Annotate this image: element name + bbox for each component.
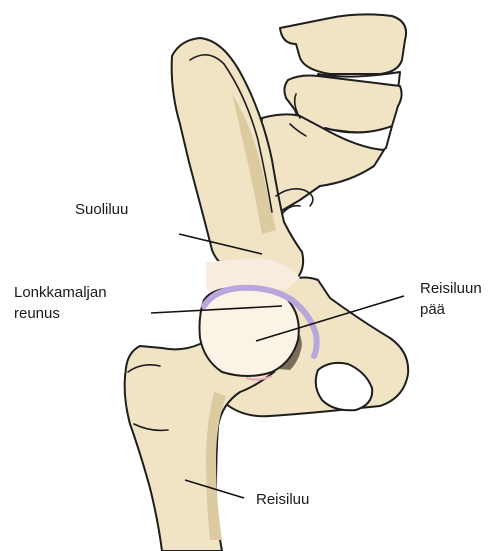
- lumbar-vertebrae: [258, 14, 406, 214]
- label-femur: Reisiluu: [256, 491, 309, 508]
- label-acetabulum-rim-line2: reunus: [14, 305, 60, 322]
- label-acetabulum-rim-line1: Lonkkamaljan: [14, 284, 107, 301]
- label-femoral-head-line1: Reisiluun: [420, 280, 482, 297]
- label-ilium: Suoliluu: [75, 201, 128, 218]
- label-femoral-head-line2: pää: [420, 301, 446, 318]
- vertebra-upper: [280, 14, 406, 74]
